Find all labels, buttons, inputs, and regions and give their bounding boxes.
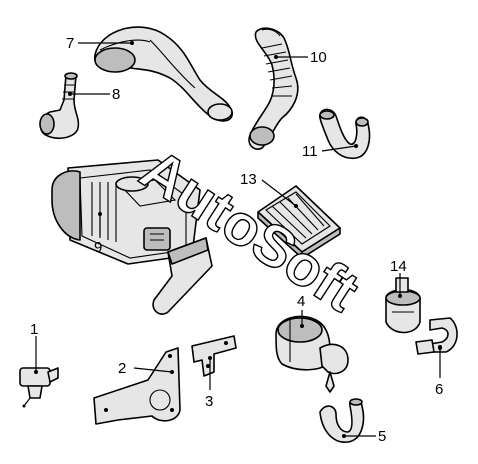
callout-5: 5 — [342, 428, 386, 445]
callout-2: 2 — [118, 360, 174, 377]
part-5-small-hose — [319, 398, 365, 443]
callout-9-label: 9 — [94, 239, 102, 256]
callout-3: 3 — [205, 356, 213, 410]
part-9-air-box — [51, 159, 201, 265]
callout-1-label: 1 — [30, 321, 38, 338]
part-1-solenoid-valve — [19, 367, 59, 408]
callout-6: 6 — [435, 346, 443, 398]
callout-3-label: 3 — [205, 393, 213, 410]
callout-14-label: 14 — [390, 258, 407, 275]
callout-8-label: 8 — [112, 86, 120, 103]
callout-14: 14 — [390, 258, 407, 298]
part-11-u-hose — [319, 108, 371, 160]
part-13-air-filter — [257, 185, 341, 259]
part-7-intake-duct — [94, 26, 233, 122]
callout-11-label: 11 — [302, 143, 318, 160]
part-2-bracket — [93, 347, 181, 425]
part-14-valve — [385, 277, 421, 334]
callout-5-label: 5 — [378, 428, 386, 445]
part-4-canister — [275, 315, 349, 393]
callout-13-label: 13 — [240, 171, 257, 188]
callout-11: 11 — [302, 143, 358, 160]
part-10-corrugated-hose — [248, 27, 299, 150]
callout-10: 10 — [274, 49, 327, 66]
callout-7-label: 7 — [66, 35, 74, 52]
callout-7: 7 — [66, 35, 134, 52]
callout-4: 4 — [297, 293, 305, 328]
callout-13: 13 — [240, 171, 298, 208]
part-3-small-bracket — [191, 335, 237, 377]
part-8-elbow-hose — [39, 72, 80, 140]
part-6-clamp — [415, 317, 458, 355]
callout-1: 1 — [30, 321, 38, 374]
callout-4-label: 4 — [297, 293, 305, 310]
callout-10-label: 10 — [310, 49, 327, 66]
callout-2-label: 2 — [118, 360, 126, 377]
callout-8: 8 — [68, 86, 120, 103]
part-connector-duct — [152, 237, 213, 315]
callout-6-label: 6 — [435, 381, 443, 398]
callout-9: 9 — [94, 212, 102, 256]
